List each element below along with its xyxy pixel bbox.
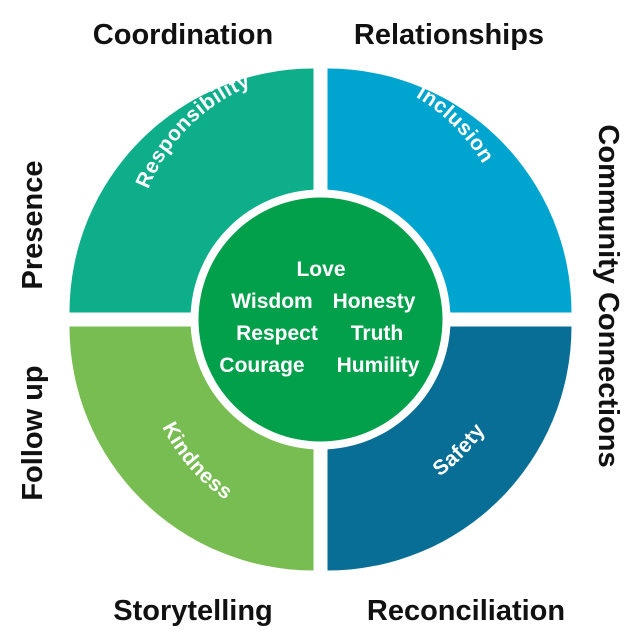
outer-label-storytelling: Storytelling <box>113 595 273 627</box>
outer-label-relationships: Relationships <box>354 19 544 51</box>
outer-label-coordination: Coordination <box>93 19 273 51</box>
core-value-honesty: Honesty <box>333 290 416 313</box>
core-value-wisdom: Wisdom <box>231 290 312 313</box>
core-circle <box>198 197 443 442</box>
core-value-love: Love <box>296 258 345 281</box>
outer-label-community-connections: Community Connections <box>592 124 624 467</box>
core-value-courage: Courage <box>219 354 304 377</box>
core-value-humility: Humility <box>337 354 420 377</box>
core-value-truth: Truth <box>351 322 404 345</box>
outer-label-reconciliation: Reconciliation <box>367 595 565 627</box>
outer-label-presence: Presence <box>17 161 49 290</box>
outer-label-follow-up: Follow up <box>17 365 49 500</box>
core-value-respect: Respect <box>236 322 318 345</box>
